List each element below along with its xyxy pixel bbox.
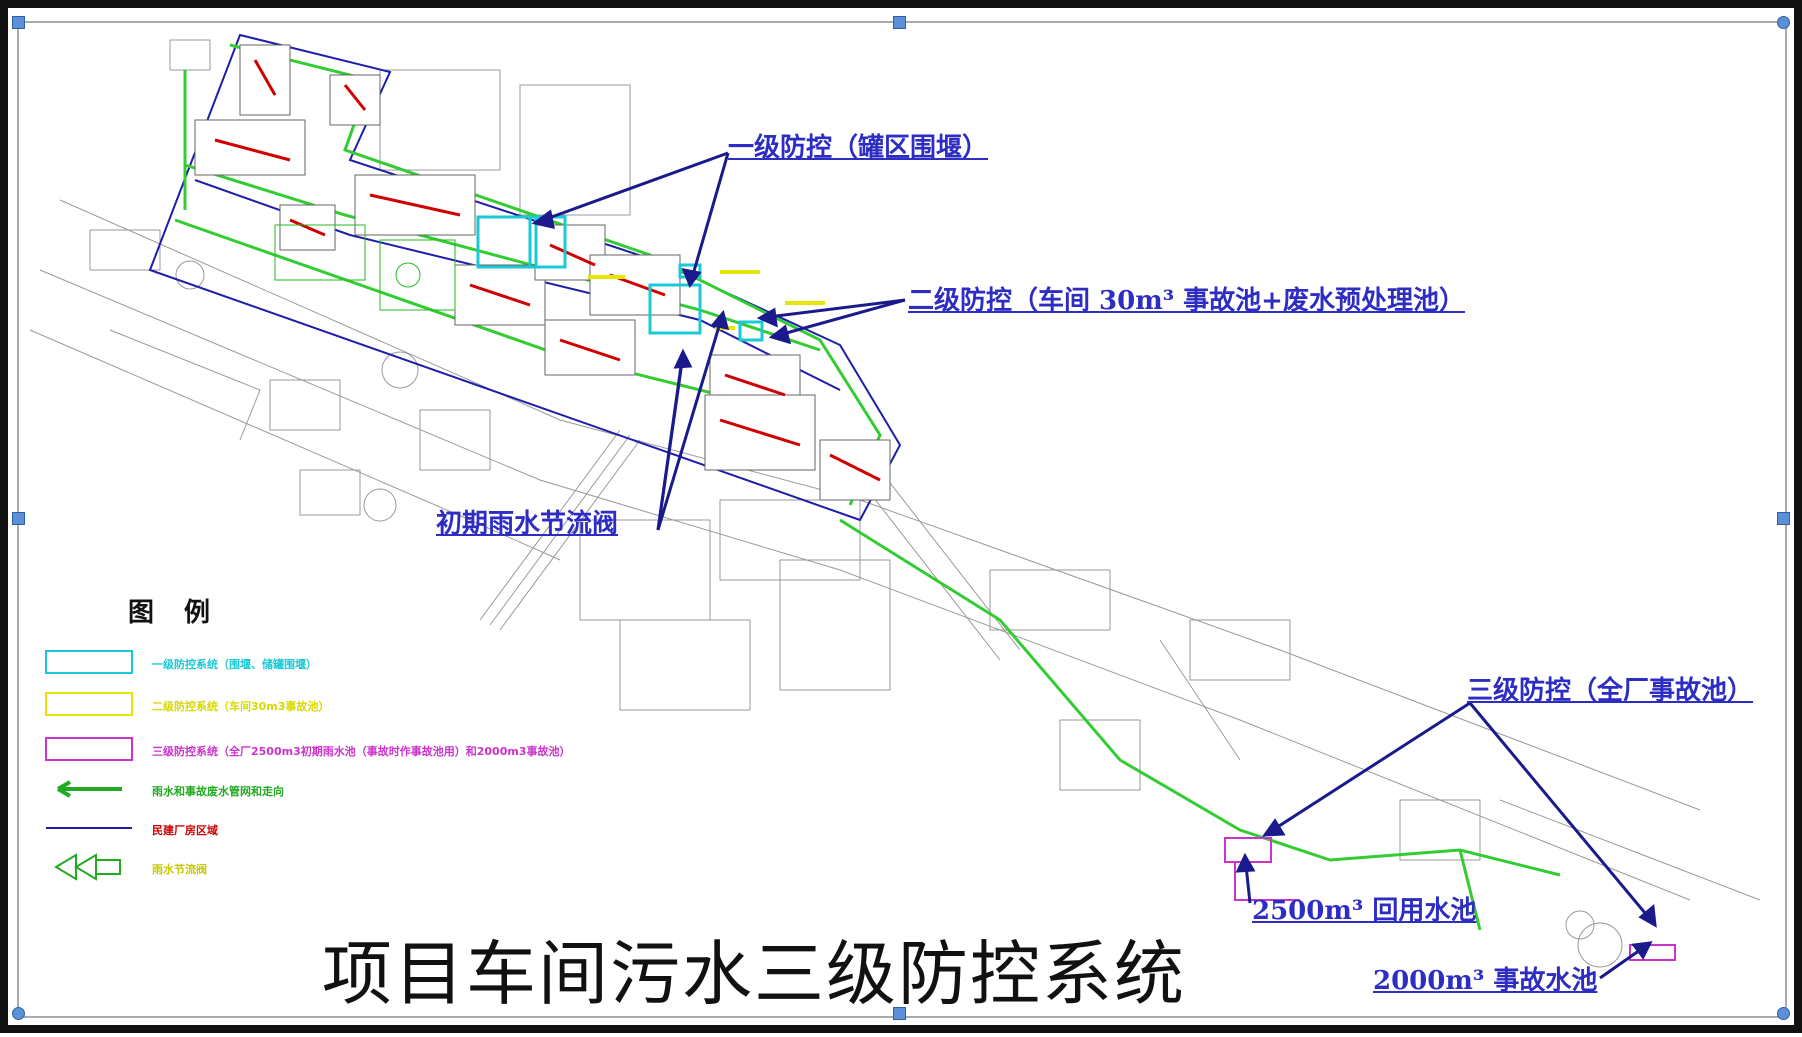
legend-swatch-level1 (45, 650, 133, 674)
callout-rain-valve: 初期雨水节流阀 (436, 509, 619, 539)
legend-symbols (45, 650, 133, 881)
resize-handle-bottom-left[interactable] (12, 1007, 25, 1020)
callout-pool-2000: 2000m³ 事故水池 (1373, 966, 1598, 996)
callout-arrows (531, 151, 1657, 980)
legend-item-level2: 二级防控系统（车间30m3事故池） (152, 700, 330, 713)
legend-swatch-valve (54, 853, 121, 881)
legend-title: 图 例 (128, 598, 213, 628)
callout-level3: 三级防控（全厂事故池） (1467, 676, 1754, 706)
legend-swatch-pipe (56, 780, 122, 798)
legend-item-pipe: 雨水和事故废水管网和走向 (152, 785, 284, 798)
workshop-buildings (194, 44, 891, 501)
legend-item-boundary: 民建厂房区域 (152, 824, 218, 837)
site-plan-background (29, 39, 1761, 968)
diagram-title: 项目车间污水三级防控系统 (322, 933, 1186, 1015)
legend-item-valve: 雨水节流阀 (152, 863, 207, 876)
legend-swatch-level3 (45, 737, 133, 761)
callout-level1: 一级防控（罐区围堰） (728, 133, 989, 163)
resize-handle-mid-right[interactable] (1777, 512, 1790, 525)
callout-level2: 二级防控（车间 30m³ 事故池+废水预处理池） (908, 286, 1465, 316)
building-red-labels (214, 59, 881, 482)
legend-swatch-level2 (45, 692, 133, 716)
legend-item-level3: 三级防控系统（全厂2500m3初期雨水池（事故时作事故池用）和2000m3事故池… (152, 745, 571, 758)
resize-handle-top-left[interactable] (12, 16, 25, 29)
resize-handle-bottom-right[interactable] (1777, 1007, 1790, 1020)
callout-pool-2500: 2500m³ 回用水池 (1252, 896, 1477, 926)
green-area (274, 224, 456, 311)
resize-handle-top-center[interactable] (893, 16, 906, 29)
resize-handle-top-right[interactable] (1777, 16, 1790, 29)
legend-item-level1: 一级防控系统（围堰、储罐围堰） (152, 658, 317, 671)
resize-handle-bottom-center[interactable] (893, 1007, 906, 1020)
resize-handle-mid-left[interactable] (12, 512, 25, 525)
